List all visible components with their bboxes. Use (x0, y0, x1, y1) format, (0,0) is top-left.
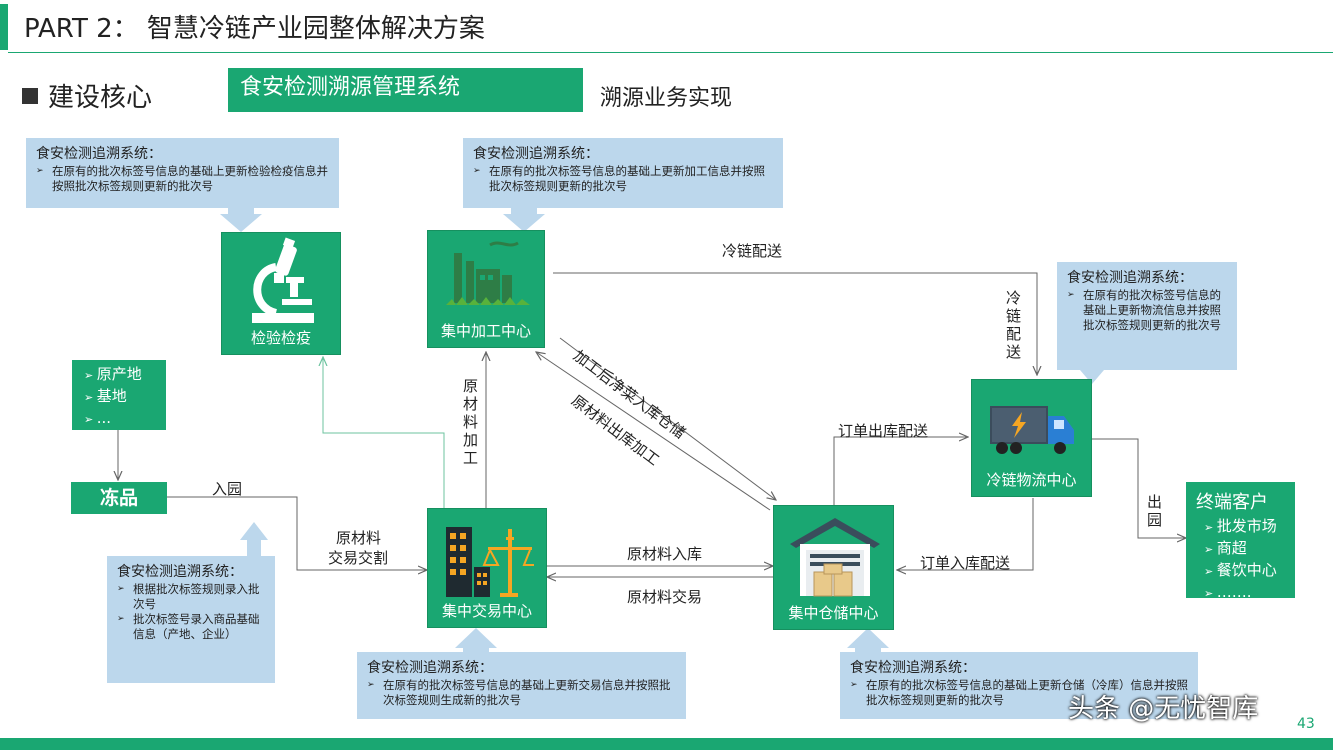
origin-list-item: 基地 (84, 386, 154, 408)
origin-list-item: 原产地 (84, 364, 154, 386)
edge-label-order-out: 订单出库配送 (838, 422, 929, 440)
edge-cold-chain (553, 272, 1037, 375)
infobox-bullet: 在原有的批次标签号信息的基础上更新物流信息并按照批次标签规则更新的批次号 (1067, 288, 1227, 333)
infobox-title: 食安检测追溯系统： (367, 660, 493, 676)
infobox-bullet: 根据批次标签规则录入批次号 (117, 582, 265, 612)
infobox-title: 食安检测追溯系统： (473, 146, 599, 162)
pointer-processing (503, 208, 545, 232)
pointer-quarantine (220, 208, 262, 232)
node-label: 集中仓储中心 (788, 604, 879, 622)
customers-box: 终端客户 批发市场 商超 餐饮中心 ……. (1186, 482, 1295, 601)
infobox-title: 食安检测追溯系统： (850, 660, 976, 676)
infobox-bullet: 批次标签号录入商品基础信息（产地、企业） (117, 612, 265, 642)
infobox-processing: 食安检测追溯系统： 在原有的批次标签号信息的基础上更新加工信息并按照批次标签规则… (463, 138, 783, 208)
node-logistics: 冷链物流中心 (971, 379, 1092, 497)
edge-processing-storage (559, 337, 776, 500)
truck-icon (990, 406, 1074, 454)
customer-item: 餐饮中心 (1196, 560, 1285, 582)
system-banner: 食安检测溯源管理系统 (228, 68, 583, 112)
edge-exit-park (1092, 438, 1186, 538)
pointer-logistics (1080, 370, 1104, 384)
infobox-bullet: 在原有的批次标签号信息的基础上更新检验检疫信息并按照批次标签规则更新的批次号 (36, 164, 329, 194)
origin-list-item: ... (84, 408, 154, 430)
node-processing: 集中加工中心 (427, 230, 545, 348)
node-frozen: 冻品 (71, 482, 167, 514)
infobox-quarantine: 食安检测追溯系统： 在原有的批次标签号信息的基础上更新检验检疫信息并按照批次标签… (26, 138, 339, 208)
edge-label-order-in: 订单入库配送 (920, 554, 1011, 572)
customer-item: 批发市场 (1196, 516, 1285, 538)
edge-trading-quarantine (323, 357, 445, 508)
edge-order-in (897, 498, 1034, 570)
infobox-title: 食安检测追溯系统： (117, 564, 243, 580)
section-label-text: 建设核心 (48, 83, 153, 113)
watermark: 头条 @无忧智库 (1068, 694, 1259, 724)
edge-label-raw-trade: 原材料交易 (627, 588, 703, 606)
infobox-trading: 食安检测追溯系统： 在原有的批次标签号信息的基础上更新交易信息并按照批次标签规则… (357, 652, 686, 719)
edge-label-raw-deal-1: 原材料 (336, 529, 382, 547)
infobox-title: 食安检测追溯系统： (36, 146, 162, 162)
infobox-title: 食安检测追溯系统： (1067, 270, 1193, 286)
origin-list: 原产地 基地 ... (72, 360, 166, 430)
page-number: 43 (1297, 716, 1315, 732)
edge-label-raw-deal-2: 交易交割 (328, 549, 389, 567)
title-divider (8, 52, 1333, 53)
warehouse-icon (790, 518, 880, 597)
title-accent (0, 4, 8, 50)
node-trading: 集中交易中心 (427, 508, 547, 628)
banner-subtitle: 溯源业务实现 (600, 86, 733, 111)
edge-storage-processing (536, 352, 771, 511)
edge-label-raw-in-storage: 原材料入库 (627, 545, 703, 563)
page-title: PART 2： 智慧冷链产业园整体解决方案 (24, 14, 485, 44)
edge-frozen-trading (167, 496, 427, 570)
infobox-bullet: 在原有的批次标签号信息的基础上更新仓储（冷库）信息并按照批次标签规则更新的批次号 (850, 678, 1188, 708)
infobox-logistics: 食安检测追溯系统： 在原有的批次标签号信息的基础上更新物流信息并按照批次标签规则… (1057, 262, 1237, 370)
customer-item: ……. (1196, 582, 1285, 604)
pointer-trading (455, 628, 497, 652)
edge-order-out (833, 437, 968, 505)
pointer-storage (847, 628, 889, 652)
factory-icon (446, 241, 530, 305)
section-label: 建设核心 (22, 77, 152, 114)
pointer-frozen (240, 522, 268, 556)
infobox-bullet: 在原有的批次标签号信息的基础上更新加工信息并按照批次标签规则更新的批次号 (473, 164, 773, 194)
square-bullet-icon (22, 88, 38, 104)
infobox-bullet: 在原有的批次标签号信息的基础上更新交易信息并按照批次标签规则生成新的批次号 (367, 678, 676, 708)
bottom-bar (0, 738, 1333, 750)
infobox-storage: 食安检测追溯系统： 在原有的批次标签号信息的基础上更新仓储（冷库）信息并按照批次… (840, 652, 1198, 719)
node-label: 集中加工中心 (440, 322, 531, 340)
node-storage: 集中仓储中心 (773, 505, 894, 630)
customer-item: 商超 (1196, 538, 1285, 560)
node-label: 冷链物流中心 (986, 471, 1077, 489)
customers-title: 终端客户 (1196, 492, 1268, 513)
microscope-icon (252, 237, 314, 323)
edge-label-cold-chain-vertical: 冷链配送 (1004, 290, 1022, 362)
node-label: 集中交易中心 (441, 602, 532, 620)
edge-label-exit-park: 出园 (1145, 494, 1163, 530)
node-label: 检验检疫 (250, 329, 311, 347)
edge-label-cold-chain: 冷链配送 (722, 242, 783, 260)
infobox-frozen: 食安检测追溯系统： 根据批次标签规则录入批次号 批次标签号录入商品基础信息（产地… (107, 556, 275, 683)
node-quarantine: 检验检疫 (221, 232, 341, 355)
edge-label-enter-park: 入园 (212, 480, 243, 498)
buildings-scale-icon (446, 527, 534, 597)
edge-label-raw-processing: 原材料加工 (461, 378, 479, 468)
